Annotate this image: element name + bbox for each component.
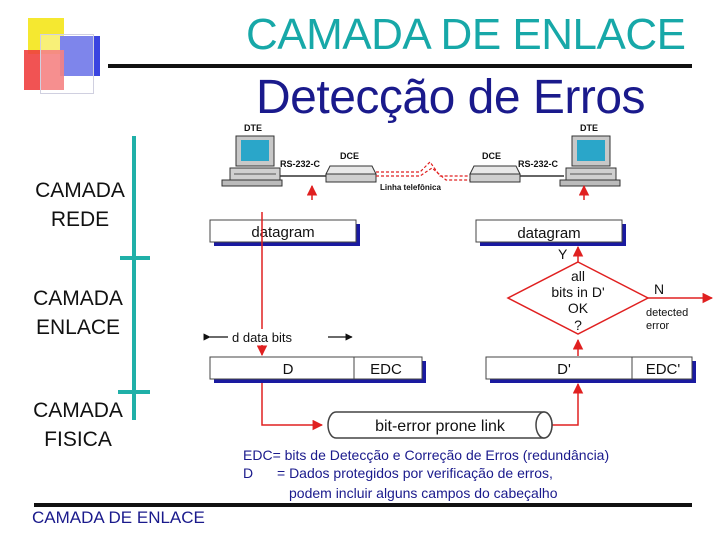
frame-left-edc: EDC xyxy=(370,361,402,378)
title-rule xyxy=(108,64,692,68)
modem-left-icon xyxy=(325,165,377,183)
rs232-left-label: RS-232-C xyxy=(280,159,321,169)
decision-line-4: ? xyxy=(574,317,582,333)
dte-left-label: DTE xyxy=(244,123,262,133)
phone-line-label: Linha telefônica xyxy=(380,183,441,192)
detected-error-line-2: error xyxy=(646,320,670,332)
layer-separator xyxy=(118,136,150,420)
decision-line-2: bits in D' xyxy=(551,284,604,300)
page-subtitle: Detecção de Erros xyxy=(256,71,646,124)
rs232-right-label: RS-232-C xyxy=(518,159,559,169)
decision-yes-label: Y xyxy=(558,246,568,262)
frame-right-d: D' xyxy=(557,361,571,378)
datagram-left-box xyxy=(209,219,360,246)
phone-line xyxy=(376,161,470,181)
frame-left-d: D xyxy=(283,361,294,378)
datagram-right-label: datagram xyxy=(517,225,580,242)
frame-left xyxy=(209,356,426,383)
link-pipe xyxy=(327,411,553,439)
legend-d: D = Dados protegidos por verificação de e… xyxy=(243,465,553,481)
modem-right-icon xyxy=(469,165,521,183)
legend-edc: EDC= bits de Detecção e Correção de Erro… xyxy=(243,447,609,463)
datagram-left-label: datagram xyxy=(251,224,314,241)
legend-edc-key: EDC xyxy=(243,447,273,463)
d-data-bits-label: d data bits xyxy=(232,330,292,345)
legend-d-text: = Dados protegidos por verificação de er… xyxy=(277,465,553,481)
computer-left-icon xyxy=(221,135,283,187)
decision-line-3: OK xyxy=(568,300,589,316)
decision-diamond xyxy=(506,261,650,335)
detected-error-line-1: detected xyxy=(646,307,688,319)
decision-no-label: N xyxy=(654,281,664,297)
page-title: CAMADA DE ENLACE xyxy=(246,10,686,59)
footer-title: CAMADA DE ENLACE xyxy=(32,508,205,527)
frame-right xyxy=(485,356,696,383)
legend-d-key: D xyxy=(243,465,254,481)
footer-rule xyxy=(34,503,692,507)
dte-right-label: DTE xyxy=(580,123,598,133)
legend-edc-text: = bits de Detecção e Correção de Erros (… xyxy=(272,447,610,463)
legend-d-continuation: podem incluir alguns campos do cabeçalho xyxy=(289,485,558,501)
link-label: bit-error prone link xyxy=(375,418,506,435)
datagram-right-box xyxy=(475,219,626,246)
dce-left-label: DCE xyxy=(340,151,359,161)
frame-right-edc: EDC' xyxy=(646,361,681,378)
decision-line-1: all xyxy=(571,268,585,284)
computer-right-icon xyxy=(559,135,621,187)
title-decoration xyxy=(0,0,120,110)
dce-right-label: DCE xyxy=(482,151,501,161)
